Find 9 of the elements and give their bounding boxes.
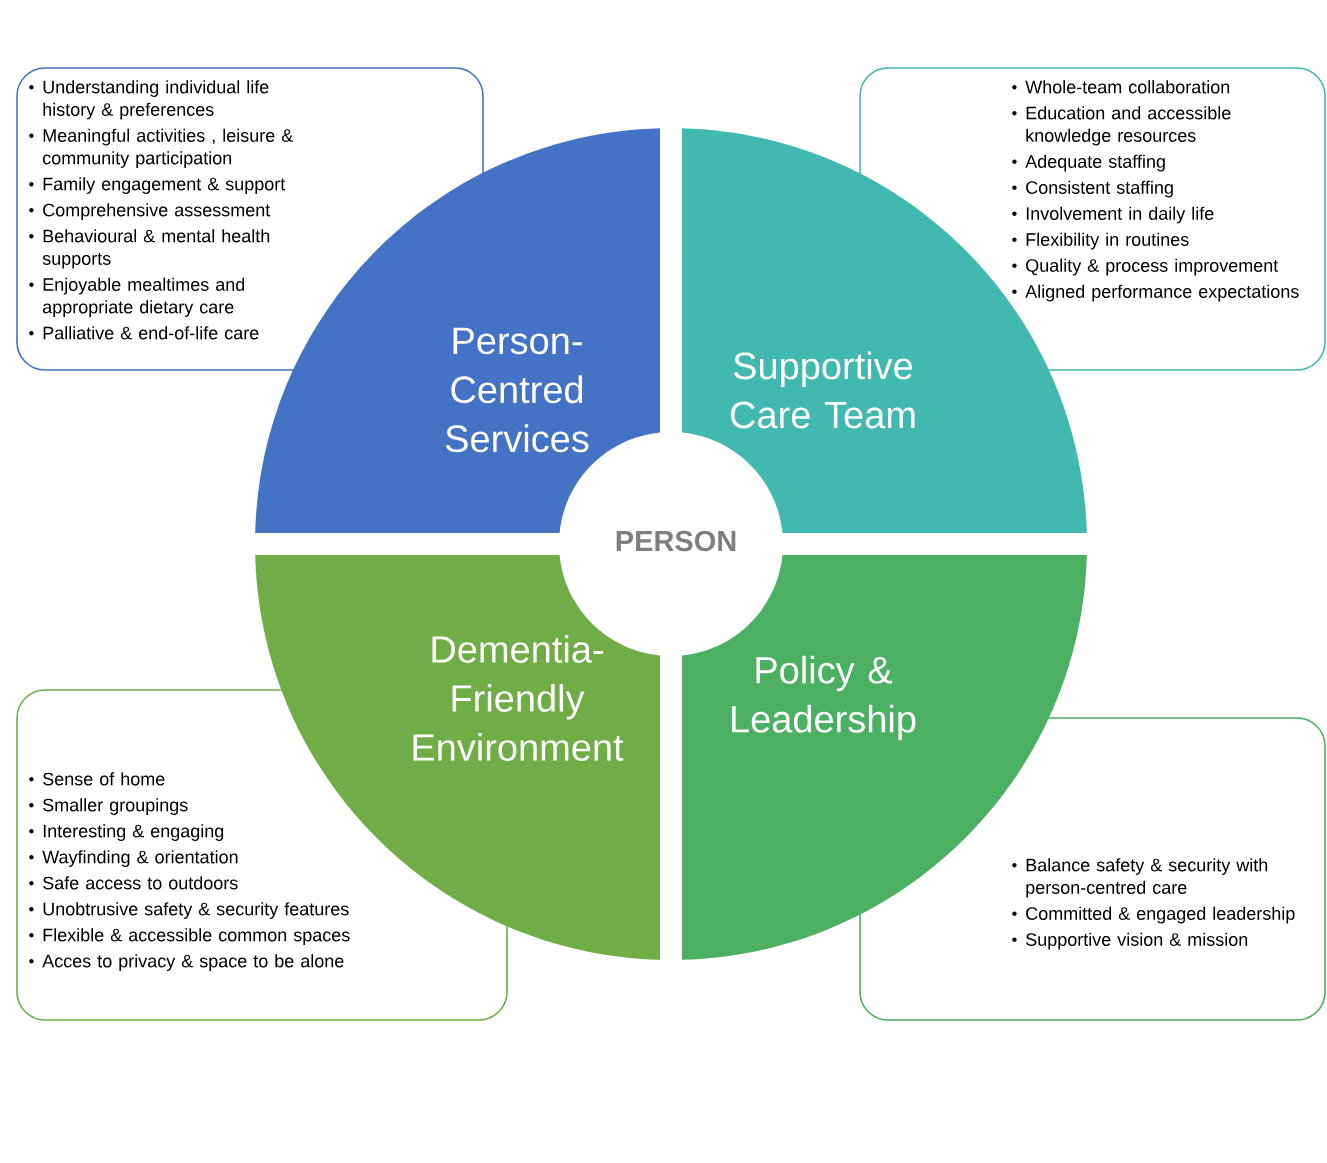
bullet-point: Sense of home [29, 772, 165, 786]
bullet-point: Wayfinding & orientation [29, 850, 238, 867]
bullet-point: Whole-team collaboration [1012, 80, 1230, 94]
bullet-point: Interesting & engaging [29, 824, 224, 841]
center-label: PERSON [616, 530, 736, 552]
bullet-point: Safe access to outdoors [29, 876, 238, 890]
bullet-point: Understanding individual life history & preferences [29, 80, 269, 120]
bullet-point: Smaller groupings [29, 798, 188, 815]
bullet-point: Enjoyable mealtimes and appropriate dietary care [29, 277, 245, 317]
